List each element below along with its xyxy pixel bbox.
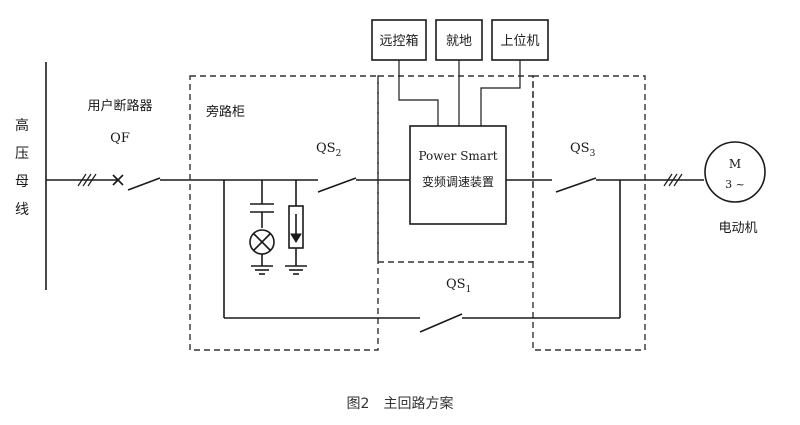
remote-control-box-label: 远控箱 <box>379 33 418 49</box>
three-phase-ticks-left <box>77 173 97 187</box>
vfd-cabinet-box <box>377 75 534 263</box>
breaker-qf-cross <box>112 174 124 186</box>
indicator-lamp-icon <box>249 229 275 255</box>
vfd-name-label: 变频调速装置 <box>422 174 494 189</box>
motor-icon <box>704 141 766 203</box>
vfd-brand-label: Power Smart <box>418 149 497 163</box>
remote-control-connection <box>398 60 439 126</box>
bus-label-char: 线 <box>15 202 29 218</box>
breaker-code: QF <box>110 131 130 146</box>
qs3-blade <box>555 177 597 193</box>
capacitor-icon <box>250 203 274 213</box>
bus-label-char: 高 <box>15 117 29 134</box>
bus-label-char: 压 <box>15 146 29 162</box>
qs2-label: QS2 <box>316 141 341 159</box>
bus-label-char: 母 <box>15 174 29 190</box>
qs1-blade <box>419 313 463 333</box>
motor-label: 电动机 <box>718 221 757 236</box>
three-phase-ticks-right <box>663 173 683 187</box>
motor-symbol: M <box>729 157 741 171</box>
breaker-label: 用户断路器 <box>87 98 152 114</box>
ground-icon <box>251 265 273 275</box>
ground-icon <box>285 265 307 275</box>
bypass-cabinet-label: 旁路柜 <box>206 104 245 120</box>
host-computer-box-label: 上位机 <box>500 34 539 49</box>
surge-arrester-icon <box>288 205 304 249</box>
local-control-box-label: 就地 <box>446 34 472 49</box>
qs3-label: QS3 <box>570 141 596 159</box>
breaker-qf-blade <box>127 177 161 191</box>
qs2-blade <box>317 177 357 193</box>
output-cabinet-box <box>532 75 646 351</box>
motor-phase: 3 ~ <box>725 178 745 191</box>
vfd-unit-box <box>409 125 507 225</box>
host-computer-connection <box>480 60 521 126</box>
qs1-label: QS1 <box>446 277 471 295</box>
